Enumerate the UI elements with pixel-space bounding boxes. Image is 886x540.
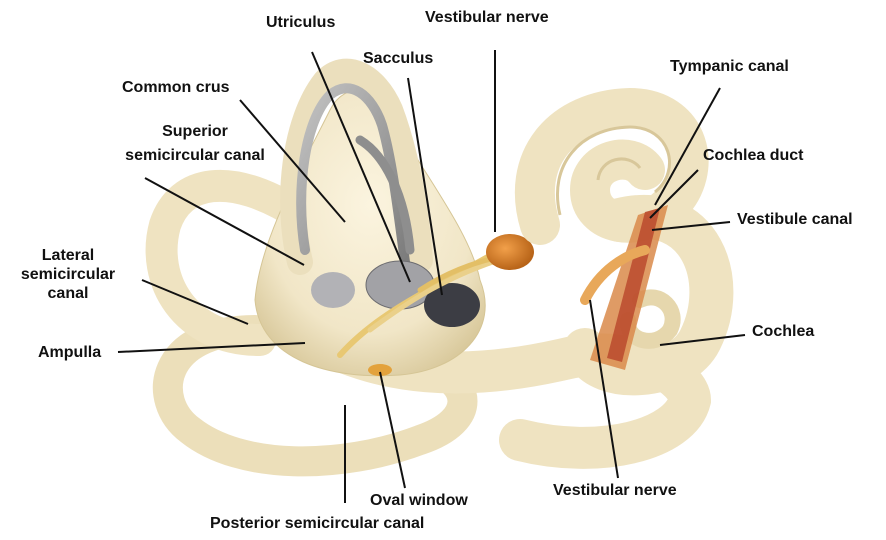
label-vestibular-nerve-bottom: Vestibular nerve (553, 481, 677, 500)
label-tympanic-canal: Tympanic canal (670, 57, 789, 76)
cochlea-lower-coil (585, 205, 711, 373)
label-sacculus: Sacculus (363, 49, 433, 68)
label-posterior-semicircular-canal: Posterior semicircular canal (210, 514, 424, 533)
label-lateral-line2: semicircular (0, 265, 136, 284)
label-oval-window: Oval window (370, 491, 468, 510)
label-lateral-line3: canal (0, 284, 136, 303)
label-common-crus: Common crus (122, 78, 230, 97)
label-vestibule-canal: Vestibule canal (737, 210, 853, 229)
label-ampulla: Ampulla (38, 343, 101, 362)
leader-oval-window (380, 372, 405, 488)
label-superior-line1: Superior (110, 122, 280, 141)
label-cochlea: Cochlea (752, 322, 814, 341)
label-lateral-semicircular-canal: Lateral semicircular canal (0, 246, 136, 303)
label-cochlea-duct: Cochlea duct (703, 146, 803, 165)
label-vestibular-nerve-top: Vestibular nerve (425, 8, 549, 27)
label-superior-semicircular-canal: Superior semicircular canal (110, 122, 280, 165)
label-superior-line2: semicircular canal (110, 146, 280, 165)
label-lateral-line1: Lateral (0, 246, 136, 265)
ampulla-gray (311, 272, 355, 308)
label-utriculus: Utriculus (266, 13, 335, 32)
